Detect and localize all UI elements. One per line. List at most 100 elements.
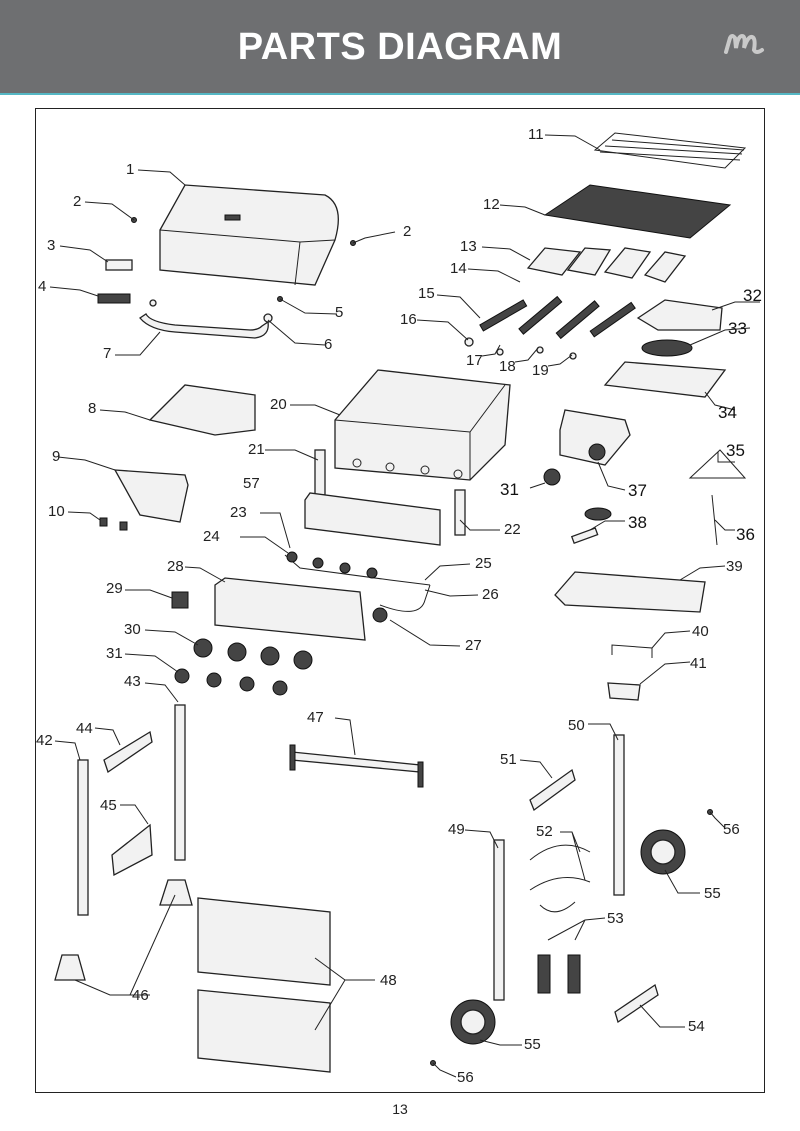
part-label: 19: [532, 362, 549, 379]
side-burner-grate-part: [641, 339, 693, 357]
part-label: 9: [52, 448, 60, 465]
bracket-part: [263, 313, 273, 323]
heat-shield-part: [97, 293, 131, 304]
gas-hose-part: [379, 584, 431, 612]
bracket-part: [614, 983, 659, 1024]
part-label: 55: [524, 1036, 541, 1053]
manifold-panel-part: [304, 492, 441, 546]
part-label: 34: [718, 403, 737, 422]
firebox-part: [334, 369, 511, 481]
side-panel-part: [113, 469, 189, 523]
part-label: 51: [500, 751, 517, 768]
part-label: 28: [167, 558, 184, 575]
part-label: 22: [504, 521, 521, 538]
bracket-part: [149, 299, 157, 307]
part-label: 2: [73, 193, 81, 210]
part-label: 14: [450, 260, 467, 277]
part-label: 46: [132, 987, 149, 1004]
part-label: 8: [88, 400, 96, 417]
part-label: 32: [743, 286, 762, 305]
flame-tamer-part: [526, 247, 687, 283]
part-label: 16: [400, 311, 417, 328]
side-burner-pan-part: [603, 361, 727, 398]
part-label: 26: [482, 586, 499, 603]
part-label: 57: [243, 475, 260, 492]
page-number: 13: [392, 1101, 408, 1117]
foot-part: [54, 954, 86, 981]
bracket-part: [529, 768, 576, 812]
part-label: 20: [270, 396, 287, 413]
valve-manifold-part: [284, 554, 431, 586]
diagram-frame: [35, 108, 765, 1093]
warming-rack-part: [593, 132, 747, 169]
part-label: 30: [124, 621, 141, 638]
part-label: 6: [324, 336, 332, 353]
part-label: 27: [465, 637, 482, 654]
part-label: 55: [704, 885, 721, 902]
part-label: 23: [230, 504, 247, 521]
side-burner-housing-part: [559, 409, 631, 466]
ignitor-part: [171, 591, 189, 609]
part-label: 45: [100, 797, 117, 814]
brand-m-logo-icon: [724, 33, 764, 54]
part-label: 44: [76, 720, 93, 737]
part-label: 21: [248, 441, 265, 458]
side-shelf-part: [148, 384, 256, 436]
clip-part: [119, 521, 128, 531]
burner-tubes-part: [464, 295, 636, 360]
grease-cup-part: [607, 682, 641, 701]
part-label: 4: [38, 278, 46, 295]
part-label: 17: [466, 352, 483, 369]
lid-part: [159, 184, 339, 286]
part-label: 52: [536, 823, 553, 840]
part-label: 54: [688, 1018, 705, 1035]
side-burner-part: [570, 507, 612, 545]
part-label: 2: [403, 223, 411, 240]
part-label: 36: [736, 525, 755, 544]
part-label: 33: [728, 319, 747, 338]
hook-part: [537, 954, 551, 994]
part-label: 50: [568, 717, 585, 734]
handle-part: [139, 313, 269, 339]
part-label: 41: [690, 655, 707, 672]
cup-holder-part: [611, 644, 653, 658]
part-label: 13: [460, 238, 477, 255]
part-label: 49: [448, 821, 465, 838]
part-label: 5: [335, 304, 343, 321]
part-label: 37: [628, 481, 647, 500]
bracket-part: [314, 449, 326, 496]
leg-part: [613, 734, 625, 896]
part-label: 11: [528, 126, 544, 143]
side-burner-lid-part: [636, 299, 723, 331]
part-label: 40: [692, 623, 709, 640]
control-panel-part: [214, 577, 366, 641]
page-header: PARTS DIAGRAM: [0, 0, 800, 95]
control-knobs-part: [174, 638, 313, 696]
part-label: 7: [103, 345, 111, 362]
tank-holder-part: [529, 844, 591, 913]
part-label: 15: [418, 285, 435, 302]
part-label: 31: [106, 645, 123, 662]
part-label: 47: [307, 709, 324, 726]
bracket-part: [111, 823, 153, 877]
bracket-part: [103, 730, 153, 774]
part-label: 42: [36, 732, 53, 749]
part-label: 53: [607, 910, 624, 927]
foot-part: [159, 879, 193, 906]
part-label: 43: [124, 673, 141, 690]
part-label: 12: [483, 196, 500, 213]
part-label: 48: [380, 972, 397, 989]
part-label: 1: [126, 161, 134, 178]
part-label: 38: [628, 513, 647, 532]
part-label: 25: [475, 555, 492, 572]
part-label: 29: [106, 580, 123, 597]
rod-part: [711, 494, 718, 546]
bracket-part: [454, 489, 466, 536]
leg-part: [174, 704, 186, 861]
leader-lines: [49, 134, 760, 1078]
cross-rail-part: [289, 744, 424, 788]
side-knob-part: [543, 468, 561, 486]
cooking-grate-part: [543, 184, 732, 239]
regulator-part: [372, 607, 388, 623]
